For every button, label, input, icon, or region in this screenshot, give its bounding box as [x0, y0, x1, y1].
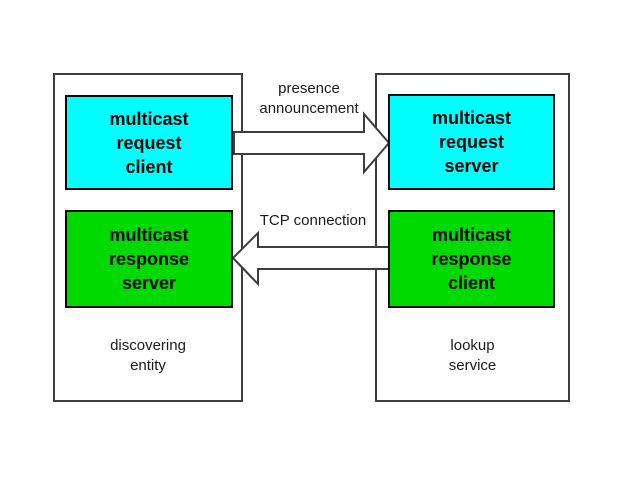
multicast-response-server-box: multicast response server	[65, 210, 233, 308]
presence-announcement-label: presence announcement	[259, 80, 359, 117]
tcp-connection-label: TCP connection	[259, 212, 367, 229]
lookup-service-label: lookup service	[448, 337, 497, 374]
multicast-response-client-box: multicast response client	[388, 210, 555, 308]
multicast-request-server-box: multicast request server	[388, 94, 555, 190]
discovering-entity-label: discovering entity	[110, 337, 186, 374]
presence-announcement-arrow-right-icon	[233, 111, 391, 175]
multicast-request-client-box: multicast request client	[65, 95, 233, 190]
tcp-connection-arrow-left-icon	[231, 230, 391, 287]
